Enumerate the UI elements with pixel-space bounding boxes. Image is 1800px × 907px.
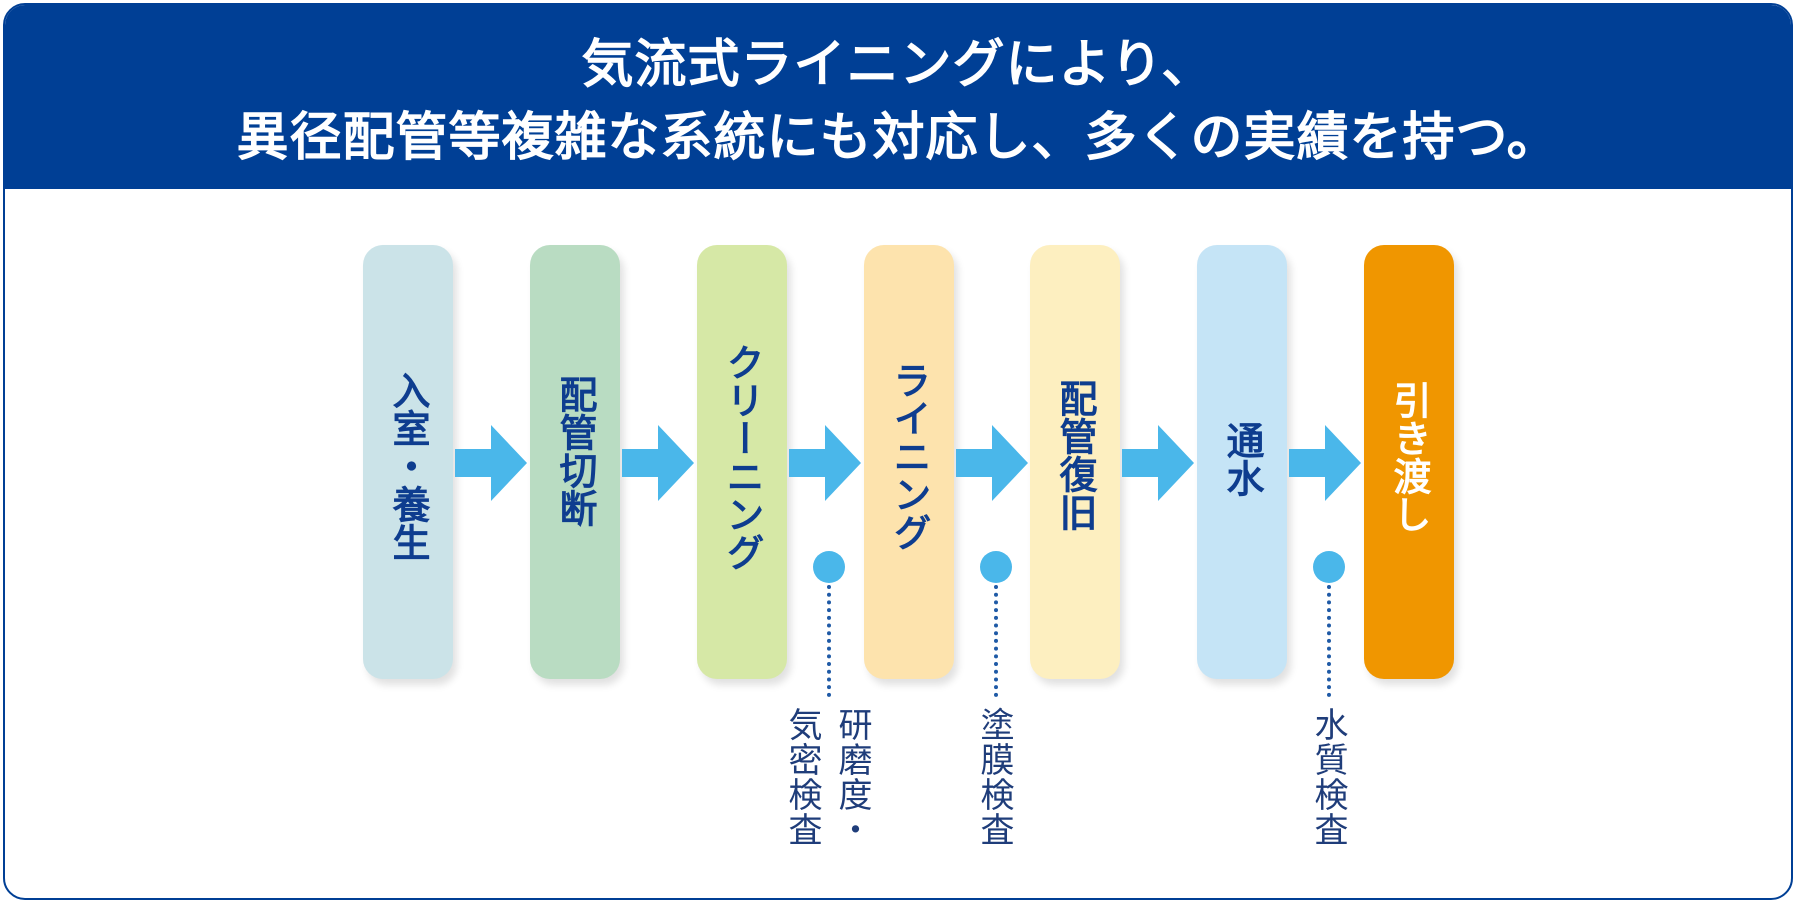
step-entry-protection: 入室・養生 bbox=[363, 245, 453, 679]
inspection-dotted-line bbox=[1327, 585, 1331, 697]
arrow-icon bbox=[1289, 425, 1361, 501]
header-banner: 気流式ライニングにより、 異径配管等複雑な系統にも対応し、多くの実績を持つ。 bbox=[5, 5, 1791, 189]
step-label: クリーニング bbox=[720, 343, 764, 571]
arrow-icon bbox=[956, 425, 1028, 501]
arrow-icon bbox=[622, 425, 694, 501]
step-handover: 引き渡し bbox=[1364, 245, 1454, 679]
step-label: 入室・養生 bbox=[386, 371, 430, 561]
headline-line-1: 気流式ライニングにより、 bbox=[581, 35, 1215, 95]
step-label: 配管切断 bbox=[553, 375, 597, 527]
arrow-icon bbox=[455, 425, 527, 501]
step-water-flow: 通水 bbox=[1197, 245, 1287, 679]
inspection-marker-dot bbox=[1313, 551, 1345, 583]
step-label: 配管復旧 bbox=[1053, 379, 1097, 531]
inspection-label-polish-airtight-line1: 研磨度・ bbox=[832, 707, 872, 847]
inspection-marker-dot bbox=[980, 551, 1012, 583]
inspection-label-polish-airtight-line2: 気密検査 bbox=[782, 707, 822, 847]
inspection-dotted-line bbox=[994, 585, 998, 697]
headline-line-2: 異径配管等複雑な系統にも対応し、多くの実績を持つ。 bbox=[236, 108, 1560, 168]
step-label: 引き渡し bbox=[1387, 381, 1431, 533]
diagram-frame: 気流式ライニングにより、 異径配管等複雑な系統にも対応し、多くの実績を持つ。 入… bbox=[3, 3, 1793, 900]
inspection-dotted-line bbox=[827, 585, 831, 697]
step-label: 通水 bbox=[1220, 421, 1264, 497]
step-pipe-restoration: 配管復旧 bbox=[1030, 245, 1120, 679]
step-pipe-cutting: 配管切断 bbox=[530, 245, 620, 679]
step-lining: ライニング bbox=[864, 245, 954, 679]
arrow-icon bbox=[789, 425, 861, 501]
inspection-marker-dot bbox=[813, 551, 845, 583]
inspection-label-coating: 塗膜検査 bbox=[974, 707, 1014, 847]
inspection-label-water-quality: 水質検査 bbox=[1308, 707, 1348, 847]
step-cleaning: クリーニング bbox=[697, 245, 787, 679]
step-label: ライニング bbox=[887, 361, 931, 551]
arrow-icon bbox=[1122, 425, 1194, 501]
